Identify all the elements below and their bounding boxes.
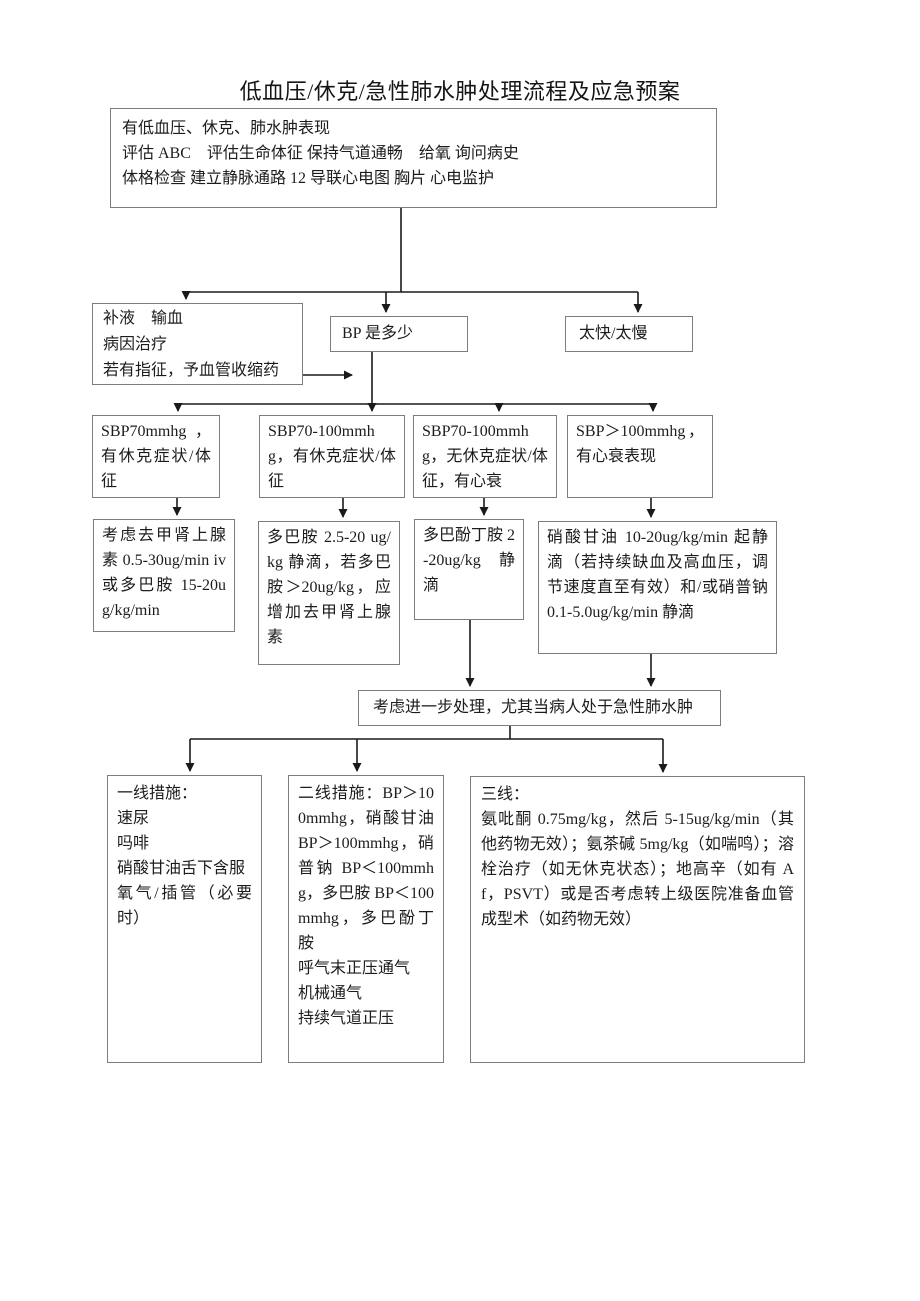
page-title: 低血压/休克/急性肺水肿处理流程及应急预案 [239, 79, 681, 104]
sbp70-100-shock-box: SBP70-100mmhg，有休克症状/体征 [259, 415, 405, 498]
dopamine-box: 多巴胺 2.5-20 ug/kg 静滴，若多巴胺＞20ug/kg，应增加去甲肾上… [258, 521, 400, 665]
norepinephrine-box: 考虑去甲肾上腺素 0.5-30ug/min iv 或多巴胺 15-20ug/kg… [93, 519, 235, 632]
second-line-item: 二线措施：BP＞100mmhg，硝酸甘油 BP＞100mmhg，硝普钠 BP＜1… [298, 785, 434, 952]
second-line-item: 机械通气 [298, 985, 363, 1002]
sbp70-100-no-shock-box: SBP70-100mmhg，无休克症状/体征，有心衰 [413, 415, 557, 498]
fluids-line: 病因治疗 [103, 336, 168, 353]
fluids-line: 若有指征，予血管收缩药 [103, 362, 280, 379]
second-line-item: 呼气末正压通气 [298, 960, 411, 977]
third-line-measures-box: 三线： 氨吡酮 0.75mg/kg，然后 5-15ug/kg/min（其他药物无… [470, 776, 805, 1063]
assessment-line: 评估 ABC 评估生命体征 保持气道通畅 给氧 询问病史 [122, 145, 519, 162]
second-line-measures-box: 二线措施：BP＞100mmhg，硝酸甘油 BP＞100mmhg，硝普钠 BP＜1… [288, 775, 444, 1063]
sbp70-shock-box: SBP70mmhg，有休克症状/体征 [92, 415, 220, 498]
further-treatment-box: 考虑进一步处理，尤其当病人处于急性肺水肿 [358, 690, 721, 726]
rate-fast-slow-box: 太快/太慢 [565, 316, 693, 352]
assessment-line: 有低血压、休克、肺水肿表现 [122, 120, 331, 137]
fluids-transfusion-box: 补液 输血 病因治疗 若有指征，予血管收缩药 [92, 303, 303, 385]
first-line-measures-box: 一线措施： 速尿 吗啡 硝酸甘油舌下含服 氧气/插管（必要时） [107, 775, 262, 1063]
third-line-item: 氨吡酮 0.75mg/kg，然后 5-15ug/kg/min（其他药物无效）；氨… [481, 811, 794, 928]
first-line-item: 硝酸甘油舌下含服 [117, 860, 246, 877]
first-line-item: 速尿 [117, 810, 150, 827]
second-line-item: 持续气道正压 [298, 1010, 395, 1027]
bp-question-box: BP 是多少 [330, 316, 468, 352]
first-line-item: 吗啡 [117, 835, 150, 852]
dobutamine-box: 多巴酚丁胺 2-20ug/kg 静滴 [414, 519, 524, 620]
sbp-gt100-heart-failure-box: SBP＞100mmhg，有心衰表现 [567, 415, 713, 498]
nitroglycerin-box: 硝酸甘油 10-20ug/kg/min 起静滴（若持续缺血及高血压，调节速度直至… [538, 521, 777, 654]
first-line-item: 一线措施： [117, 785, 198, 802]
third-line-item: 三线： [481, 786, 530, 803]
assessment-box: 有低血压、休克、肺水肿表现 评估 ABC 评估生命体征 保持气道通畅 给氧 询问… [110, 108, 717, 208]
assessment-line: 体格检查 建立静脉通路 12 导联心电图 胸片 心电监护 [122, 170, 495, 187]
connector-lines [172, 208, 668, 773]
fluids-line: 补液 输血 [103, 310, 184, 327]
first-line-item: 氧气/插管（必要时） [117, 885, 252, 927]
